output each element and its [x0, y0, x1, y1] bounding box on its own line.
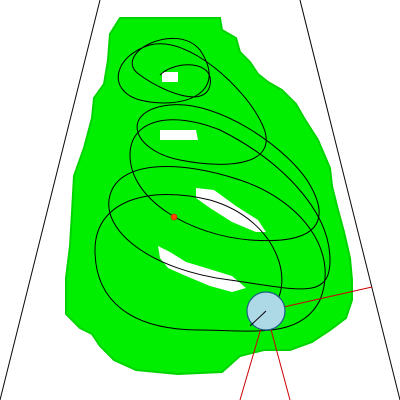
left-boundary-line	[0, 0, 101, 400]
track-area	[66, 18, 352, 374]
trajectory-path	[94, 37, 331, 332]
waypoint-marker-icon	[170, 213, 178, 221]
right-boundary-line	[299, 0, 400, 400]
robot-icon	[246, 291, 286, 331]
robot-heading	[249, 310, 267, 327]
track-edge	[65, 17, 353, 376]
